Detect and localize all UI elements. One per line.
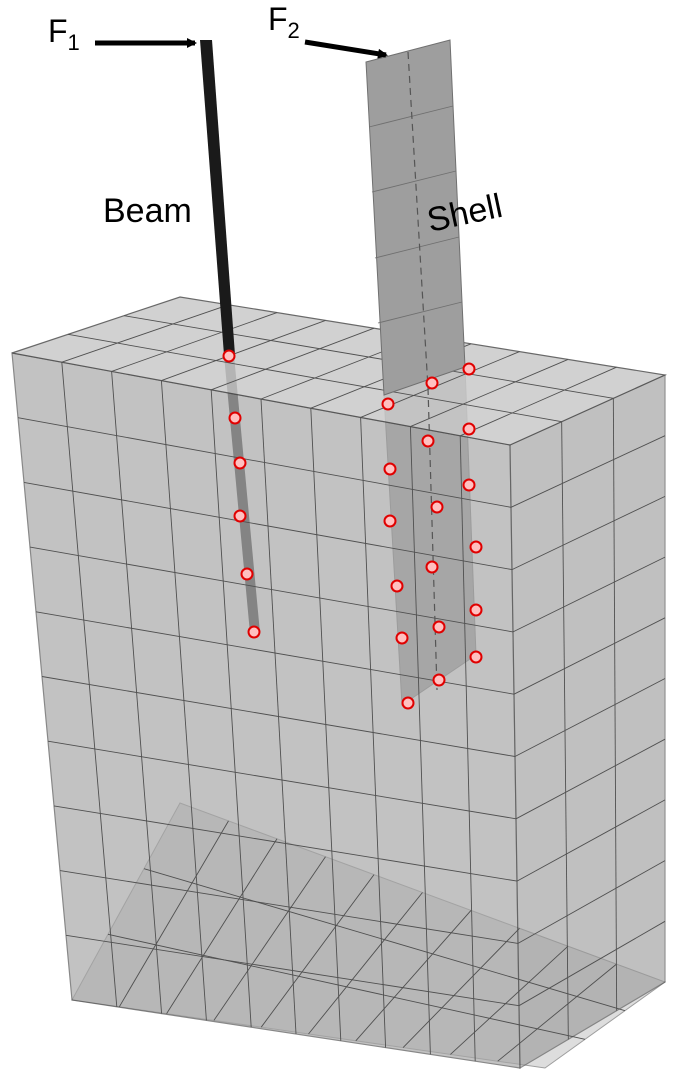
bottom-mesh-line [107,933,586,1040]
beam-node [222,349,236,363]
front-mesh-line [17,417,512,508]
beam-label: Beam [103,192,192,230]
front-mesh-line [47,740,517,820]
bottom-mesh-line [355,910,472,1042]
force2-label: F2 [268,1,300,43]
force2-label-base: F [268,1,288,37]
shell-node [432,673,446,687]
bottom-mesh-line [260,874,375,1028]
front-mesh-line [41,676,516,757]
shell-node [383,462,397,476]
solid-mesh-lines [17,304,666,1062]
beam-node [233,456,247,470]
top-mesh-line [111,312,278,372]
shell-node [469,603,483,617]
shell-node [430,500,444,514]
top-mesh-line [123,315,614,399]
shell-node [390,579,404,593]
beam-node [233,509,247,523]
top-mesh-line [410,358,569,428]
top-mesh-line [61,304,229,363]
bottom-mesh-line [308,892,423,1035]
bottom-mesh-line [143,868,626,1012]
shell-node [383,514,397,528]
force1-label: F1 [48,13,80,55]
front-mesh-line [53,805,518,882]
side-mesh-line [512,556,666,633]
force2-arrow [304,39,388,59]
beam-node [240,567,254,581]
shell-node [462,422,476,436]
bottom-mesh-line [166,838,278,1014]
shell-node [462,362,476,376]
bottom-mesh-line [402,927,520,1048]
top-mesh-line [460,366,617,437]
shell-node [469,650,483,664]
bottom-mesh-line [213,856,326,1021]
side-mesh-line [516,799,666,882]
shell-node [425,560,439,574]
side-mesh-line [517,860,666,944]
solid-side-face [509,374,666,1070]
top-mesh-line [211,327,375,391]
shell-node [381,397,395,411]
shell-node [469,540,483,554]
beam-node [247,625,261,639]
beam-node [228,411,242,425]
top-mesh-line [67,333,562,423]
bottom-mesh-line [450,945,569,1055]
side-mesh-line [514,678,666,757]
force2-label-sub: 2 [288,18,300,43]
top-mesh-line [161,319,326,382]
side-mesh-line [515,738,666,820]
shell-node [425,376,439,390]
force1-label-base: F [48,13,68,49]
front-mesh-line [65,934,520,1007]
side-mesh-line [510,435,666,508]
shell-node [462,478,476,492]
shell-midline [407,51,429,389]
shell-node [432,620,446,634]
front-mesh-line [29,546,514,633]
bottom-mesh-line [497,963,617,1062]
bottom-mesh-line [118,820,229,1008]
beam-element [200,40,235,355]
shell-node [401,696,415,710]
force1-label-sub: 1 [68,30,80,55]
side-mesh-line [513,617,666,695]
coupling-nodes [222,349,483,710]
solid-front-face [11,352,521,1069]
shell-mesh-lines [368,105,463,324]
side-mesh-line [518,920,666,1007]
front-mesh-line [59,870,519,944]
shell-node [421,434,435,448]
front-mesh-line [23,481,513,571]
shell-node [395,631,409,645]
side-mesh-line [511,495,666,571]
